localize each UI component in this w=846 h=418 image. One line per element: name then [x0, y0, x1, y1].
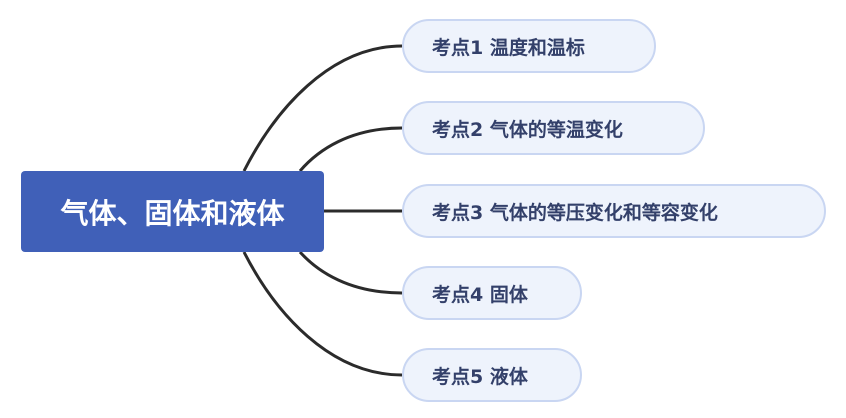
topic-2[interactable]: 考点2 气体的等温变化: [402, 101, 705, 155]
topic-3[interactable]: 考点3 气体的等压变化和等容变化: [402, 184, 826, 238]
topic-1[interactable]: 考点1 温度和温标: [402, 19, 656, 73]
topic-5[interactable]: 考点5 液体: [402, 348, 582, 402]
topic-label: 考点4 固体: [432, 283, 528, 306]
connector-topic-1: [242, 44, 403, 172]
root-topic-label: 气体、固体和液体: [60, 196, 285, 230]
topic-label: 考点5 液体: [432, 365, 528, 388]
topic-label: 考点3 气体的等压变化和等容变化: [432, 201, 718, 224]
topic-label: 考点2 气体的等温变化: [432, 118, 623, 141]
topic-label: 考点1 温度和温标: [432, 36, 585, 59]
connector-topic-2: [298, 126, 403, 172]
root-topic[interactable]: 气体、固体和液体: [21, 171, 324, 252]
topic-4[interactable]: 考点4 固体: [402, 266, 582, 320]
connector-topic-4: [298, 250, 403, 295]
connector-topic-5: [242, 251, 403, 377]
